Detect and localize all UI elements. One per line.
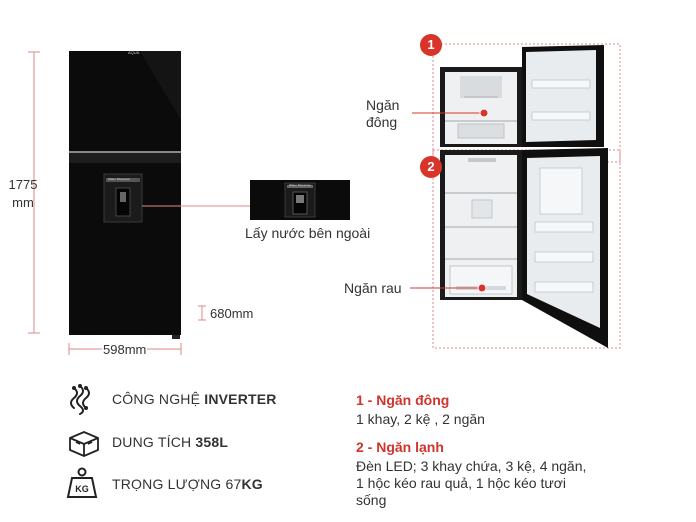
compartment-fridge-title: 2 - Ngăn lạnh: [356, 439, 444, 455]
freezer-compartment: [440, 67, 522, 147]
crisper-callout-label: Ngăn rau: [344, 280, 402, 296]
interior-view-figure: [410, 43, 621, 349]
height-dimension-label: 1775 mm: [3, 176, 43, 212]
compartment-fridge-desc-3: sống: [356, 492, 387, 508]
weight-kg-icon: KG: [64, 466, 100, 500]
freezer-door: [522, 45, 604, 147]
water-dispenser-callout: Lấy nước bên ngoài: [245, 225, 371, 241]
capacity-icon: [64, 428, 104, 458]
compartment-fridge-desc-1: Đèn LED; 3 khay chứa, 3 kệ, 4 ngăn,: [356, 458, 587, 474]
badge-freezer: 1: [420, 34, 442, 56]
closeup-dispenser-label: Water Dispenser: [289, 183, 312, 187]
inverter-chip-icon: [64, 382, 104, 418]
front-view-figure: [28, 51, 350, 355]
feature-weight: TRỌNG LƯỢNG 67KG: [112, 476, 263, 492]
brand-logo: AQUA: [128, 50, 140, 55]
depth-dimension-label: 680mm: [210, 306, 254, 321]
freezer-callout-label: Ngăn đông: [366, 97, 400, 130]
compartment-freezer-spec: 1 - Ngăn đông 1 khay, 2 kệ , 2 ngăn: [356, 392, 686, 428]
height-unit: mm: [12, 195, 34, 210]
depth-dimension-mark: [198, 305, 206, 321]
badge-fridge: 2: [420, 156, 442, 178]
feature-inverter: CÔNG NGHỆ INVERTER: [112, 391, 277, 407]
width-dimension-label: 598mm: [102, 342, 148, 357]
freezer-zone-box: [432, 43, 621, 163]
fridge-compartment: [440, 150, 522, 300]
height-dimension-line: [28, 51, 40, 334]
height-value: 1775: [8, 177, 38, 192]
compartment-freezer-desc: 1 khay, 2 kệ , 2 ngăn: [356, 411, 485, 427]
compartment-freezer-title: 1 - Ngăn đông: [356, 392, 450, 408]
freezer-callout-dot: [479, 108, 489, 118]
compartment-fridge-desc-2: 1 hộc kéo rau quả, 1 hộc kéo tươi: [356, 475, 567, 491]
fridge-front: [69, 51, 181, 339]
svg-text:KG: KG: [75, 484, 89, 494]
compartment-fridge-spec: 2 - Ngăn lạnh Đèn LED; 3 khay chứa, 3 kệ…: [356, 439, 686, 509]
feature-capacity: DUNG TÍCH 358L: [112, 434, 229, 450]
crisper-callout-dot: [477, 283, 487, 293]
fridge-door: [522, 148, 608, 348]
dispenser-closeup-image: [250, 180, 350, 220]
front-dispenser-label: Water Dispenser: [108, 177, 131, 181]
